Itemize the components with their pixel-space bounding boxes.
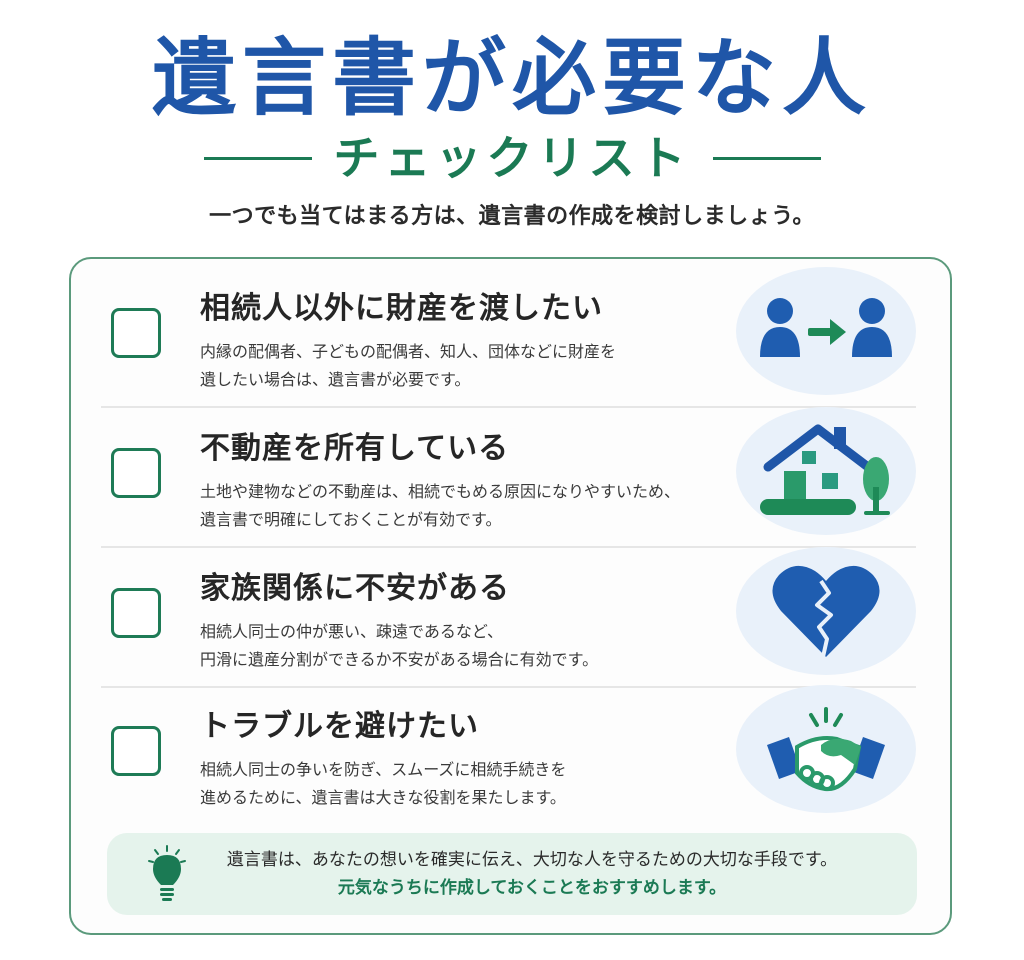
checkbox[interactable]	[111, 448, 161, 498]
broken-heart-icon	[736, 547, 916, 675]
item-description-line: 相続人同士の争いを防ぎ、スムーズに相続手続きを	[200, 760, 567, 779]
item-description: 相続人同士の仲が悪い、疎遠であるなど、 円滑に遺産分割ができるか不安がある場合に…	[200, 618, 760, 674]
checkbox[interactable]	[111, 308, 161, 358]
item-divider	[101, 546, 916, 548]
item-description: 内縁の配偶者、子どもの配偶者、知人、団体などに財産を 遺したい場合は、遺言書が必…	[200, 338, 760, 394]
subtitle-divider-right	[712, 156, 821, 160]
item-description-line: 遺言書で明確にしておくことが有効です。	[200, 510, 502, 529]
lead-text: 一つでも当てはまる方は、遺言書の作成を検討しましょう。	[209, 204, 815, 229]
item-description: 相続人同士の争いを防ぎ、スムーズに相続手続きを 進めるために、遺言書は大きな役割…	[200, 756, 760, 812]
subtitle-divider-left	[203, 156, 312, 160]
item-description-line: 円滑に遺産分割ができるか不安がある場合に有効です。	[200, 650, 599, 669]
tip-recommendation: 元気なうちに作成しておくことをおすすめします。	[337, 878, 727, 898]
person-transfer-icon	[736, 267, 916, 395]
checkbox[interactable]	[111, 588, 161, 638]
subtitle-row: チェックリスト	[0, 128, 1024, 188]
item-divider	[101, 686, 916, 688]
item-description-line: 内縁の配偶者、子どもの配偶者、知人、団体などに財産を	[200, 342, 617, 361]
item-description-line: 遺したい場合は、遺言書が必要です。	[200, 370, 471, 389]
checklist-item: 家族関係に不安がある 相続人同士の仲が悪い、疎遠であるなど、 円滑に遺産分割がで…	[111, 542, 916, 682]
item-heading: トラブルを避けたい	[200, 709, 479, 744]
page-subtitle: チェックリスト	[333, 131, 691, 185]
checkbox[interactable]	[111, 726, 161, 776]
lightbulb-icon	[145, 845, 189, 905]
item-heading: 不動産を所有している	[200, 431, 510, 466]
item-heading: 相続人以外に財産を渡したい	[200, 291, 603, 326]
checklist-item: 不動産を所有している 土地や建物などの不動産は、相続でもめる原因になりやすいため…	[111, 402, 916, 542]
checklist-card: 相続人以外に財産を渡したい 内縁の配偶者、子どもの配偶者、知人、団体などに財産を…	[69, 257, 952, 935]
item-divider	[101, 406, 916, 408]
tip-box: 遺言書は、あなたの想いを確実に伝え、大切な人を守るための大切な手段です。 元気な…	[107, 833, 917, 915]
item-heading: 家族関係に不安がある	[200, 571, 510, 606]
item-description-line: 相続人同士の仲が悪い、疎遠であるなど、	[200, 622, 504, 641]
item-description-line: 進めるために、遺言書は大きな役割を果たします。	[200, 788, 566, 807]
page-title: 遺言書が必要な人	[151, 29, 872, 127]
item-description-line: 土地や建物などの不動産は、相続でもめる原因になりやすいため、	[200, 482, 681, 501]
tip-text: 遺言書は、あなたの想いを確実に伝え、大切な人を守るための大切な手段です。	[226, 850, 838, 870]
handshake-icon	[736, 685, 916, 813]
checklist-item: 相続人以外に財産を渡したい 内縁の配偶者、子どもの配偶者、知人、団体などに財産を…	[111, 262, 916, 402]
item-description: 土地や建物などの不動産は、相続でもめる原因になりやすいため、 遺言書で明確にして…	[200, 478, 760, 534]
checklist-item: トラブルを避けたい 相続人同士の争いを防ぎ、スムーズに相続手続きを 進めるために…	[111, 680, 916, 820]
house-icon	[736, 407, 916, 535]
